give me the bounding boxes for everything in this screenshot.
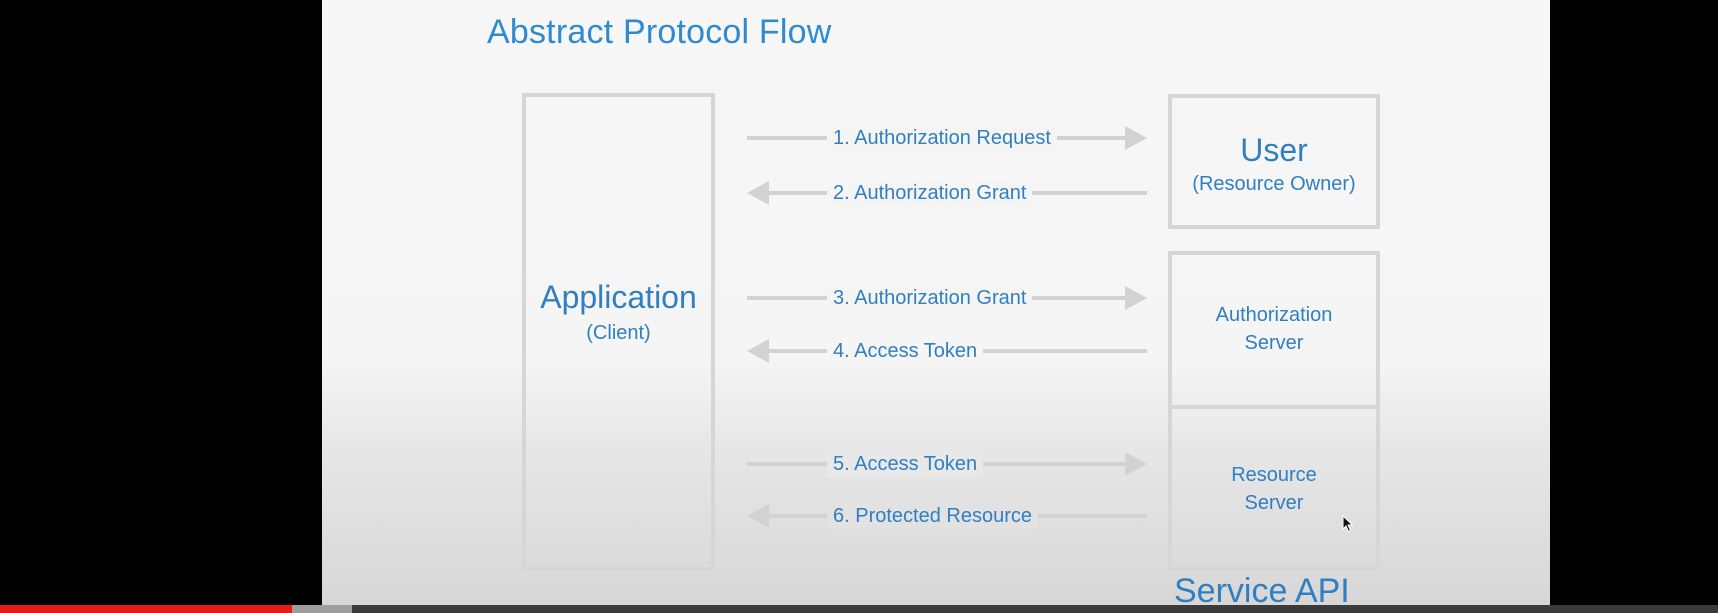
step-4-label: 4. Access Token — [827, 338, 984, 364]
authorization-server-box: Authorization Server — [1168, 251, 1380, 409]
mouse-cursor-icon — [1342, 515, 1354, 533]
video-buffer-bar — [292, 605, 353, 613]
application-box: Application (Client) — [522, 93, 715, 571]
user-title: User — [1240, 132, 1308, 168]
user-box: User (Resource Owner) — [1168, 94, 1380, 229]
step-3-arrow: 3. Authorization Grant — [747, 283, 1147, 313]
step-1-label: 1. Authorization Request — [827, 125, 1057, 151]
application-subtitle: (Client) — [586, 322, 651, 344]
step-6-label: 6. Protected Resource — [827, 503, 1038, 529]
slide-title: Abstract Protocol Flow — [487, 13, 832, 51]
resource-server-line2: Server — [1244, 492, 1304, 514]
step-4-arrow: 4. Access Token — [747, 336, 1147, 366]
step-5-arrow: 5. Access Token — [747, 449, 1147, 479]
step-2-arrow: 2. Authorization Grant — [747, 178, 1147, 208]
step-3-label: 3. Authorization Grant — [827, 285, 1033, 311]
resource-server-box: Resource Server — [1168, 405, 1380, 571]
auth-server-line1: Authorization — [1215, 304, 1333, 326]
service-api-label: Service API — [1174, 572, 1350, 610]
user-subtitle: (Resource Owner) — [1192, 173, 1356, 195]
step-1-arrow: 1. Authorization Request — [747, 123, 1147, 153]
video-progress-bar[interactable] — [0, 605, 1718, 613]
auth-server-line2: Server — [1244, 332, 1304, 354]
application-title: Application — [540, 279, 697, 315]
slide: Abstract Protocol Flow Application (Clie… — [322, 0, 1550, 613]
step-5-label: 5. Access Token — [827, 451, 984, 477]
video-played-bar — [0, 605, 293, 613]
step-2-label: 2. Authorization Grant — [827, 180, 1033, 206]
step-6-arrow: 6. Protected Resource — [747, 501, 1147, 531]
resource-server-line1: Resource — [1231, 464, 1317, 486]
